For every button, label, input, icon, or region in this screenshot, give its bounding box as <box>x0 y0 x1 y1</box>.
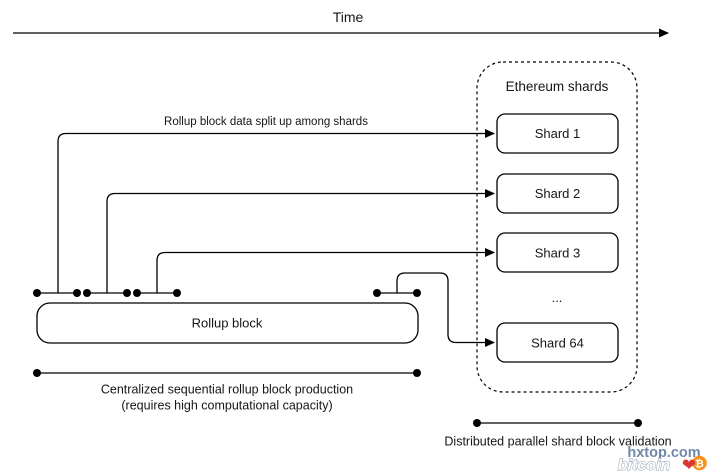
shard-box-64: Shard 64 <box>496 322 619 363</box>
production-caption-line-2: (requires high computational capacity) <box>121 399 332 413</box>
watermark-brand-label: bitcoin <box>618 457 671 474</box>
connector-to-shard-1 <box>57 129 495 293</box>
segment-dot <box>83 289 91 297</box>
shard-64-label: Shard 64 <box>531 336 584 351</box>
production-caption-line-1: Centralized sequential rollup block prod… <box>101 383 353 397</box>
validation-span <box>473 419 642 427</box>
shard-box-3: Shard 3 <box>496 232 619 273</box>
shard-1-label: Shard 1 <box>535 126 581 141</box>
bitcoin-coin-icon <box>692 455 707 471</box>
ethereum-shards-title: Ethereum shards <box>506 79 609 94</box>
segment-dot <box>133 289 141 297</box>
span-dot <box>413 369 421 377</box>
segment-dot <box>413 289 421 297</box>
span-dot <box>473 419 481 427</box>
span-dot <box>33 369 41 377</box>
shard-box-2: Shard 2 <box>496 173 619 214</box>
segment-dot <box>123 289 131 297</box>
shard-2-box <box>496 173 619 214</box>
connector-to-shard-2 <box>106 189 495 293</box>
rollup-block-box <box>36 302 419 344</box>
shard-1-box <box>496 113 619 154</box>
segment-dot <box>33 289 41 297</box>
shard-3-label: Shard 3 <box>535 246 581 261</box>
time-axis-label: Time <box>333 9 364 25</box>
validation-caption: Distributed parallel shard block validat… <box>444 435 671 449</box>
ethereum-shards-container-border <box>476 61 638 393</box>
connector-to-shard-64 <box>396 272 495 347</box>
shards-ellipsis: ... <box>552 290 563 305</box>
bitcoin-coin-symbol: ₿ <box>695 458 704 470</box>
connector-to-shard-3 <box>156 248 495 293</box>
shard-box-1: Shard 1 <box>496 113 619 154</box>
segment-dot <box>173 289 181 297</box>
segment-dot <box>73 289 81 297</box>
shard-64-box <box>496 322 619 363</box>
rollup-timeline-segments <box>33 289 421 297</box>
watermark-site-label: hxtop.com <box>627 445 700 461</box>
rollup-block-label: Rollup block <box>192 316 263 331</box>
shard-2-label: Shard 2 <box>535 186 581 201</box>
segment-dot <box>373 289 381 297</box>
watermark: hxtop.com ₿ bitcoin ❤ <box>617 445 707 474</box>
shard-3-box <box>496 232 619 273</box>
production-span <box>33 369 421 377</box>
heart-icon: ❤ <box>682 456 696 474</box>
split-annotation-label: Rollup block data split up among shards <box>164 116 368 128</box>
span-dot <box>634 419 642 427</box>
